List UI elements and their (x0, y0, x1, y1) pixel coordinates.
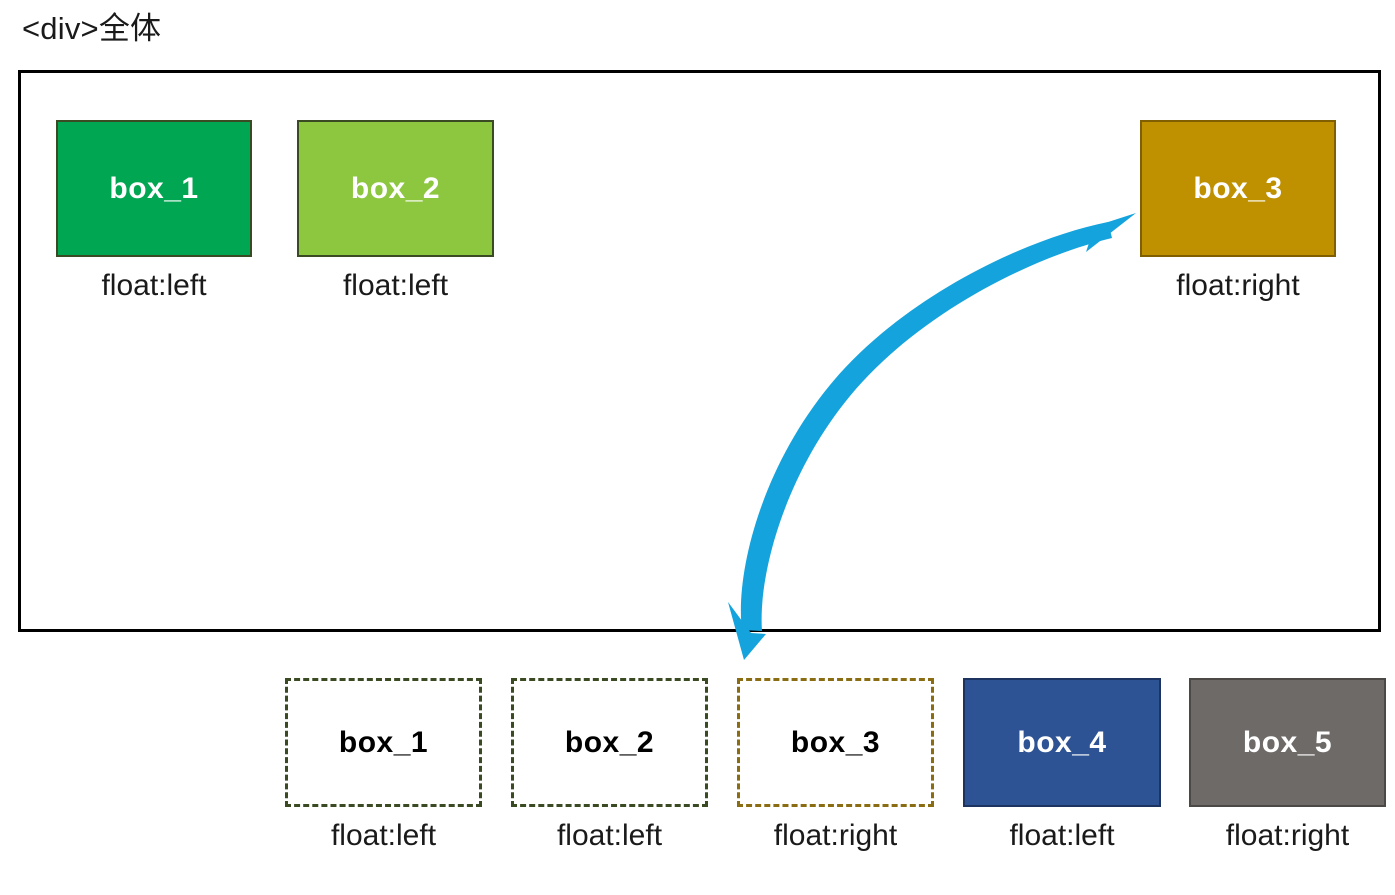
top-box-2[interactable]: box_2 (297, 120, 494, 257)
bottom-box-3[interactable]: box_3 (737, 678, 934, 807)
top-box-3-label: box_3 (1193, 171, 1283, 205)
top-box-3[interactable]: box_3 (1140, 120, 1336, 257)
bottom-box-2[interactable]: box_2 (511, 678, 708, 807)
bottom-box-1[interactable]: box_1 (285, 678, 482, 807)
bottom-box-5-label: box_5 (1242, 725, 1333, 759)
top-box-3-caption: float:right (1176, 269, 1300, 302)
top-box-2-caption: float:left (342, 269, 449, 302)
bottom-box-5-caption: float:right (1225, 819, 1350, 852)
bottom-box-1-caption: float:left (330, 819, 437, 852)
page-title: <div>全体 (22, 11, 162, 46)
bottom-box-5[interactable]: box_5 (1189, 678, 1386, 807)
bottom-box-3-caption: float:right (773, 819, 898, 852)
top-box-2-label: box_2 (350, 171, 441, 205)
top-box-1-label: box_1 (109, 171, 199, 205)
bottom-box-3-label: box_3 (790, 725, 881, 759)
top-box-1[interactable]: box_1 (56, 120, 252, 257)
bottom-box-2-label: box_2 (564, 725, 655, 759)
top-box-1-caption: float:left (101, 269, 207, 302)
bottom-box-2-caption: float:left (556, 819, 663, 852)
bottom-box-4-caption: float:left (1009, 819, 1115, 852)
bottom-box-4[interactable]: box_4 (963, 678, 1161, 807)
bottom-box-4-label: box_4 (1017, 725, 1107, 759)
bottom-box-1-label: box_1 (338, 725, 429, 759)
